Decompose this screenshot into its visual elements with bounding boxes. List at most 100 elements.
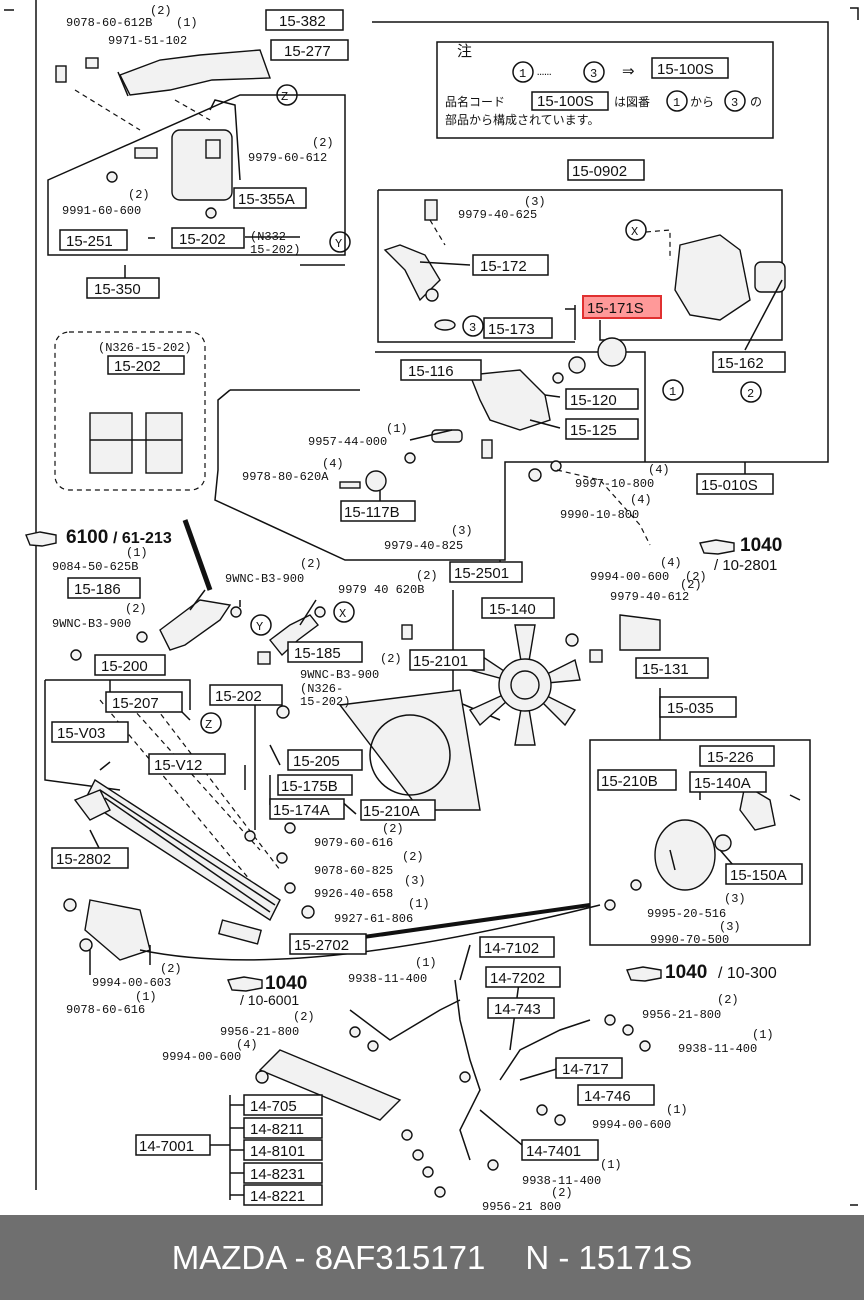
- svg-text:9979 40 620B: 9979 40 620B: [338, 583, 424, 597]
- part-label-14-8211[interactable]: 14-8211: [243, 1117, 323, 1139]
- svg-text:3: 3: [731, 96, 738, 110]
- svg-text:(2): (2): [150, 4, 172, 18]
- part-label-15-207[interactable]: 15-207: [105, 691, 183, 713]
- svg-text:9979-40-625: 9979-40-625: [458, 208, 537, 222]
- parts-diagram: Z 注 1 …… 3 ⇒ 15-100S 品名コード 15-100S は図番 1…: [4, 0, 859, 1214]
- svg-text:15-202: 15-202: [114, 358, 161, 375]
- svg-text:(1): (1): [415, 956, 437, 970]
- part-label-15-2501[interactable]: 15-2501: [449, 561, 523, 583]
- part-label-15-172[interactable]: 15-172: [472, 254, 549, 276]
- part-label-15-251[interactable]: 15-251: [59, 229, 128, 251]
- svg-text:9994-00-600: 9994-00-600: [592, 1118, 671, 1132]
- svg-text:15-277: 15-277: [284, 43, 331, 60]
- svg-text:X: X: [631, 225, 638, 239]
- part-label-15-162[interactable]: 15-162: [712, 351, 786, 373]
- callout-x-mid: X: [333, 601, 355, 623]
- part-label-15-202-a[interactable]: 15-202: [171, 227, 245, 249]
- overflow-hose-shape: [119, 49, 271, 96]
- svg-text:/ 10-300: / 10-300: [718, 965, 777, 982]
- part-label-15-350[interactable]: 15-350: [86, 277, 160, 299]
- svg-text:(3): (3): [524, 195, 546, 209]
- part-label-14-746[interactable]: 14-746: [577, 1084, 655, 1106]
- svg-text:14-7401: 14-7401: [526, 1143, 581, 1160]
- part-label-14-7401[interactable]: 14-7401: [521, 1139, 599, 1161]
- svg-text:15-202): 15-202): [250, 243, 300, 257]
- part-label-14-705[interactable]: 14-705: [243, 1094, 323, 1116]
- part-label-15-2702[interactable]: 15-2702: [289, 933, 367, 955]
- part-label-15-2101[interactable]: 15-2101: [409, 649, 485, 671]
- part-label-15-226[interactable]: 15-226: [699, 745, 775, 767]
- svg-text:(1): (1): [386, 422, 408, 436]
- svg-text:(2): (2): [293, 1010, 315, 1024]
- part-label-15-2802[interactable]: 15-2802: [51, 847, 129, 869]
- part-label-15-117b[interactable]: 15-117B: [340, 500, 416, 522]
- part-label-15-140[interactable]: 15-140: [481, 597, 555, 619]
- part-label-15-202-b[interactable]: 15-202: [107, 355, 185, 375]
- part-label-14-7001[interactable]: 14-7001: [135, 1134, 211, 1156]
- svg-text:9978-80-620A: 9978-80-620A: [242, 470, 329, 484]
- water-pump-shape: [674, 234, 751, 321]
- part-label-15-140a[interactable]: 15-140A: [689, 771, 767, 793]
- svg-text:9938-11-400: 9938-11-400: [348, 972, 427, 986]
- part-label-15-185[interactable]: 15-185: [287, 641, 363, 663]
- svg-text:9938-11-400: 9938-11-400: [678, 1042, 757, 1056]
- part-label-15-200[interactable]: 15-200: [94, 654, 166, 676]
- svg-text:(2): (2): [128, 188, 150, 202]
- part-label-15-355a[interactable]: 15-355A: [233, 187, 307, 209]
- part-label-15-v03[interactable]: 15-V03: [51, 721, 129, 743]
- svg-text:15-185: 15-185: [294, 645, 341, 662]
- part-label-15-131[interactable]: 15-131: [635, 657, 709, 679]
- page-border-marks: [4, 0, 859, 1206]
- part-label-15-173[interactable]: 15-173: [483, 317, 553, 339]
- part-label-15-382[interactable]: 15-382: [265, 9, 344, 31]
- part-label-14-743[interactable]: 14-743: [487, 997, 555, 1019]
- part-label-15-277[interactable]: 15-277: [270, 39, 349, 61]
- part-label-15-210a[interactable]: 15-210A: [360, 799, 436, 821]
- part-label-14-8221[interactable]: 14-8221: [243, 1184, 323, 1206]
- svg-text:15-210A: 15-210A: [363, 803, 420, 820]
- oil-cooler-group: [229, 979, 651, 1200]
- part-label-14-7102[interactable]: 14-7102: [479, 936, 555, 958]
- svg-text:14-8211: 14-8211: [250, 1121, 304, 1138]
- part-label-15-175b[interactable]: 15-175B: [277, 774, 353, 796]
- part-label-15-202-c[interactable]: 15-202: [209, 684, 283, 706]
- part-label-15-171s[interactable]: 15-171S: [582, 295, 662, 319]
- svg-text:15-162: 15-162: [717, 355, 764, 372]
- svg-text:(N326-15-202): (N326-15-202): [98, 341, 192, 355]
- part-label-15-v12[interactable]: 15-V12: [148, 753, 226, 775]
- part-label-15-0902[interactable]: 15-0902: [567, 159, 645, 181]
- svg-text:15-140: 15-140: [489, 601, 536, 618]
- part-label-15-150a[interactable]: 15-150A: [725, 863, 803, 885]
- svg-text:15-V12: 15-V12: [154, 757, 202, 774]
- part-label-15-186[interactable]: 15-186: [67, 577, 141, 599]
- part-label-15-205[interactable]: 15-205: [287, 749, 363, 771]
- svg-text:1: 1: [669, 385, 676, 399]
- svg-text:(2): (2): [160, 962, 182, 976]
- svg-text:部品から構成されています。: 部品から構成されています。: [445, 112, 599, 128]
- part-label-15-120[interactable]: 15-120: [565, 388, 639, 410]
- svg-text:9927-61-806: 9927-61-806: [334, 912, 413, 926]
- svg-text:(1): (1): [176, 16, 198, 30]
- footer-bar: MAZDA - 8AF315171 N - 15171S: [0, 1215, 864, 1300]
- part-label-15-010s[interactable]: 15-010S: [696, 473, 774, 495]
- part-label-15-125[interactable]: 15-125: [565, 418, 639, 440]
- part-label-14-8231[interactable]: 14-8231: [243, 1162, 323, 1184]
- part-label-15-174a[interactable]: 15-174A: [269, 798, 345, 820]
- svg-text:9078-60-825: 9078-60-825: [314, 864, 393, 878]
- part-label-14-8101[interactable]: 14-8101: [243, 1139, 323, 1161]
- callout-y-mid: Y: [250, 614, 272, 636]
- svg-text:9991-60-600: 9991-60-600: [62, 204, 141, 218]
- part-label-15-210b[interactable]: 15-210B: [597, 769, 677, 791]
- svg-text:(3): (3): [451, 524, 473, 538]
- callout-x-top: X: [625, 219, 647, 241]
- part-label-14-7202[interactable]: 14-7202: [485, 966, 561, 988]
- svg-text:9WNC-B3-900: 9WNC-B3-900: [300, 668, 379, 682]
- part-label-15-035[interactable]: 15-035: [659, 696, 737, 718]
- svg-text:(3): (3): [719, 920, 741, 934]
- svg-text:(2): (2): [717, 993, 739, 1007]
- part-label-15-116[interactable]: 15-116: [400, 359, 482, 381]
- callout-z-top: Z: [276, 84, 298, 106]
- svg-text:(2): (2): [382, 822, 404, 836]
- svg-text:(2): (2): [402, 850, 424, 864]
- part-label-14-717[interactable]: 14-717: [555, 1057, 623, 1079]
